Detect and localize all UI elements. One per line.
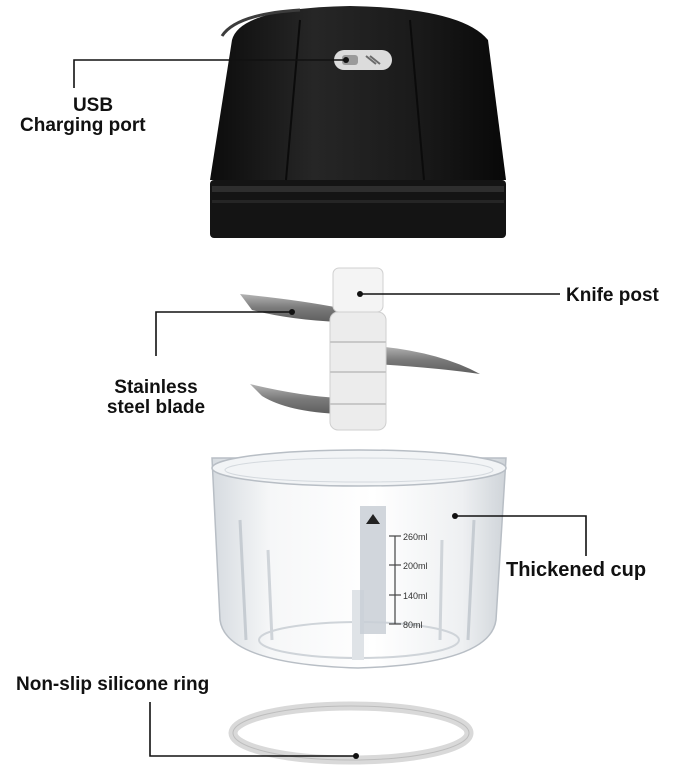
scale-mark: 140ml [403, 591, 428, 601]
scale-mark: 200ml [403, 561, 428, 571]
usb-leader [73, 59, 345, 88]
scale-mark: 260ml [403, 532, 428, 542]
blade-label-line2: steel blade [106, 397, 206, 418]
cup [211, 449, 507, 669]
motor-unit [210, 6, 506, 238]
arrow-up-icon [366, 514, 380, 524]
usb-label-line2: Charging port [20, 115, 146, 136]
usb-label-line1: USB [72, 95, 114, 116]
usb-charging-port-label: USB Charging port [20, 95, 146, 136]
silicone-ring [228, 701, 474, 765]
leader-lines [73, 57, 587, 759]
blade-leader [155, 311, 292, 356]
blade-label-line1: Stainless [114, 377, 198, 398]
scale-mark: 80ml [403, 620, 423, 630]
thickened-cup-label: Thickened cup [506, 559, 647, 581]
blade-assembly [240, 267, 480, 431]
stainless-steel-blade-label: Stainless steel blade [88, 378, 224, 418]
measure-scale: 260ml 200ml 140ml 80ml [360, 506, 428, 634]
ring-leader [149, 702, 356, 757]
knife-post-label: Knife post [566, 285, 659, 306]
cup-leader [455, 515, 587, 556]
silicone-ring-label: Non-slip silicone ring [16, 674, 210, 695]
